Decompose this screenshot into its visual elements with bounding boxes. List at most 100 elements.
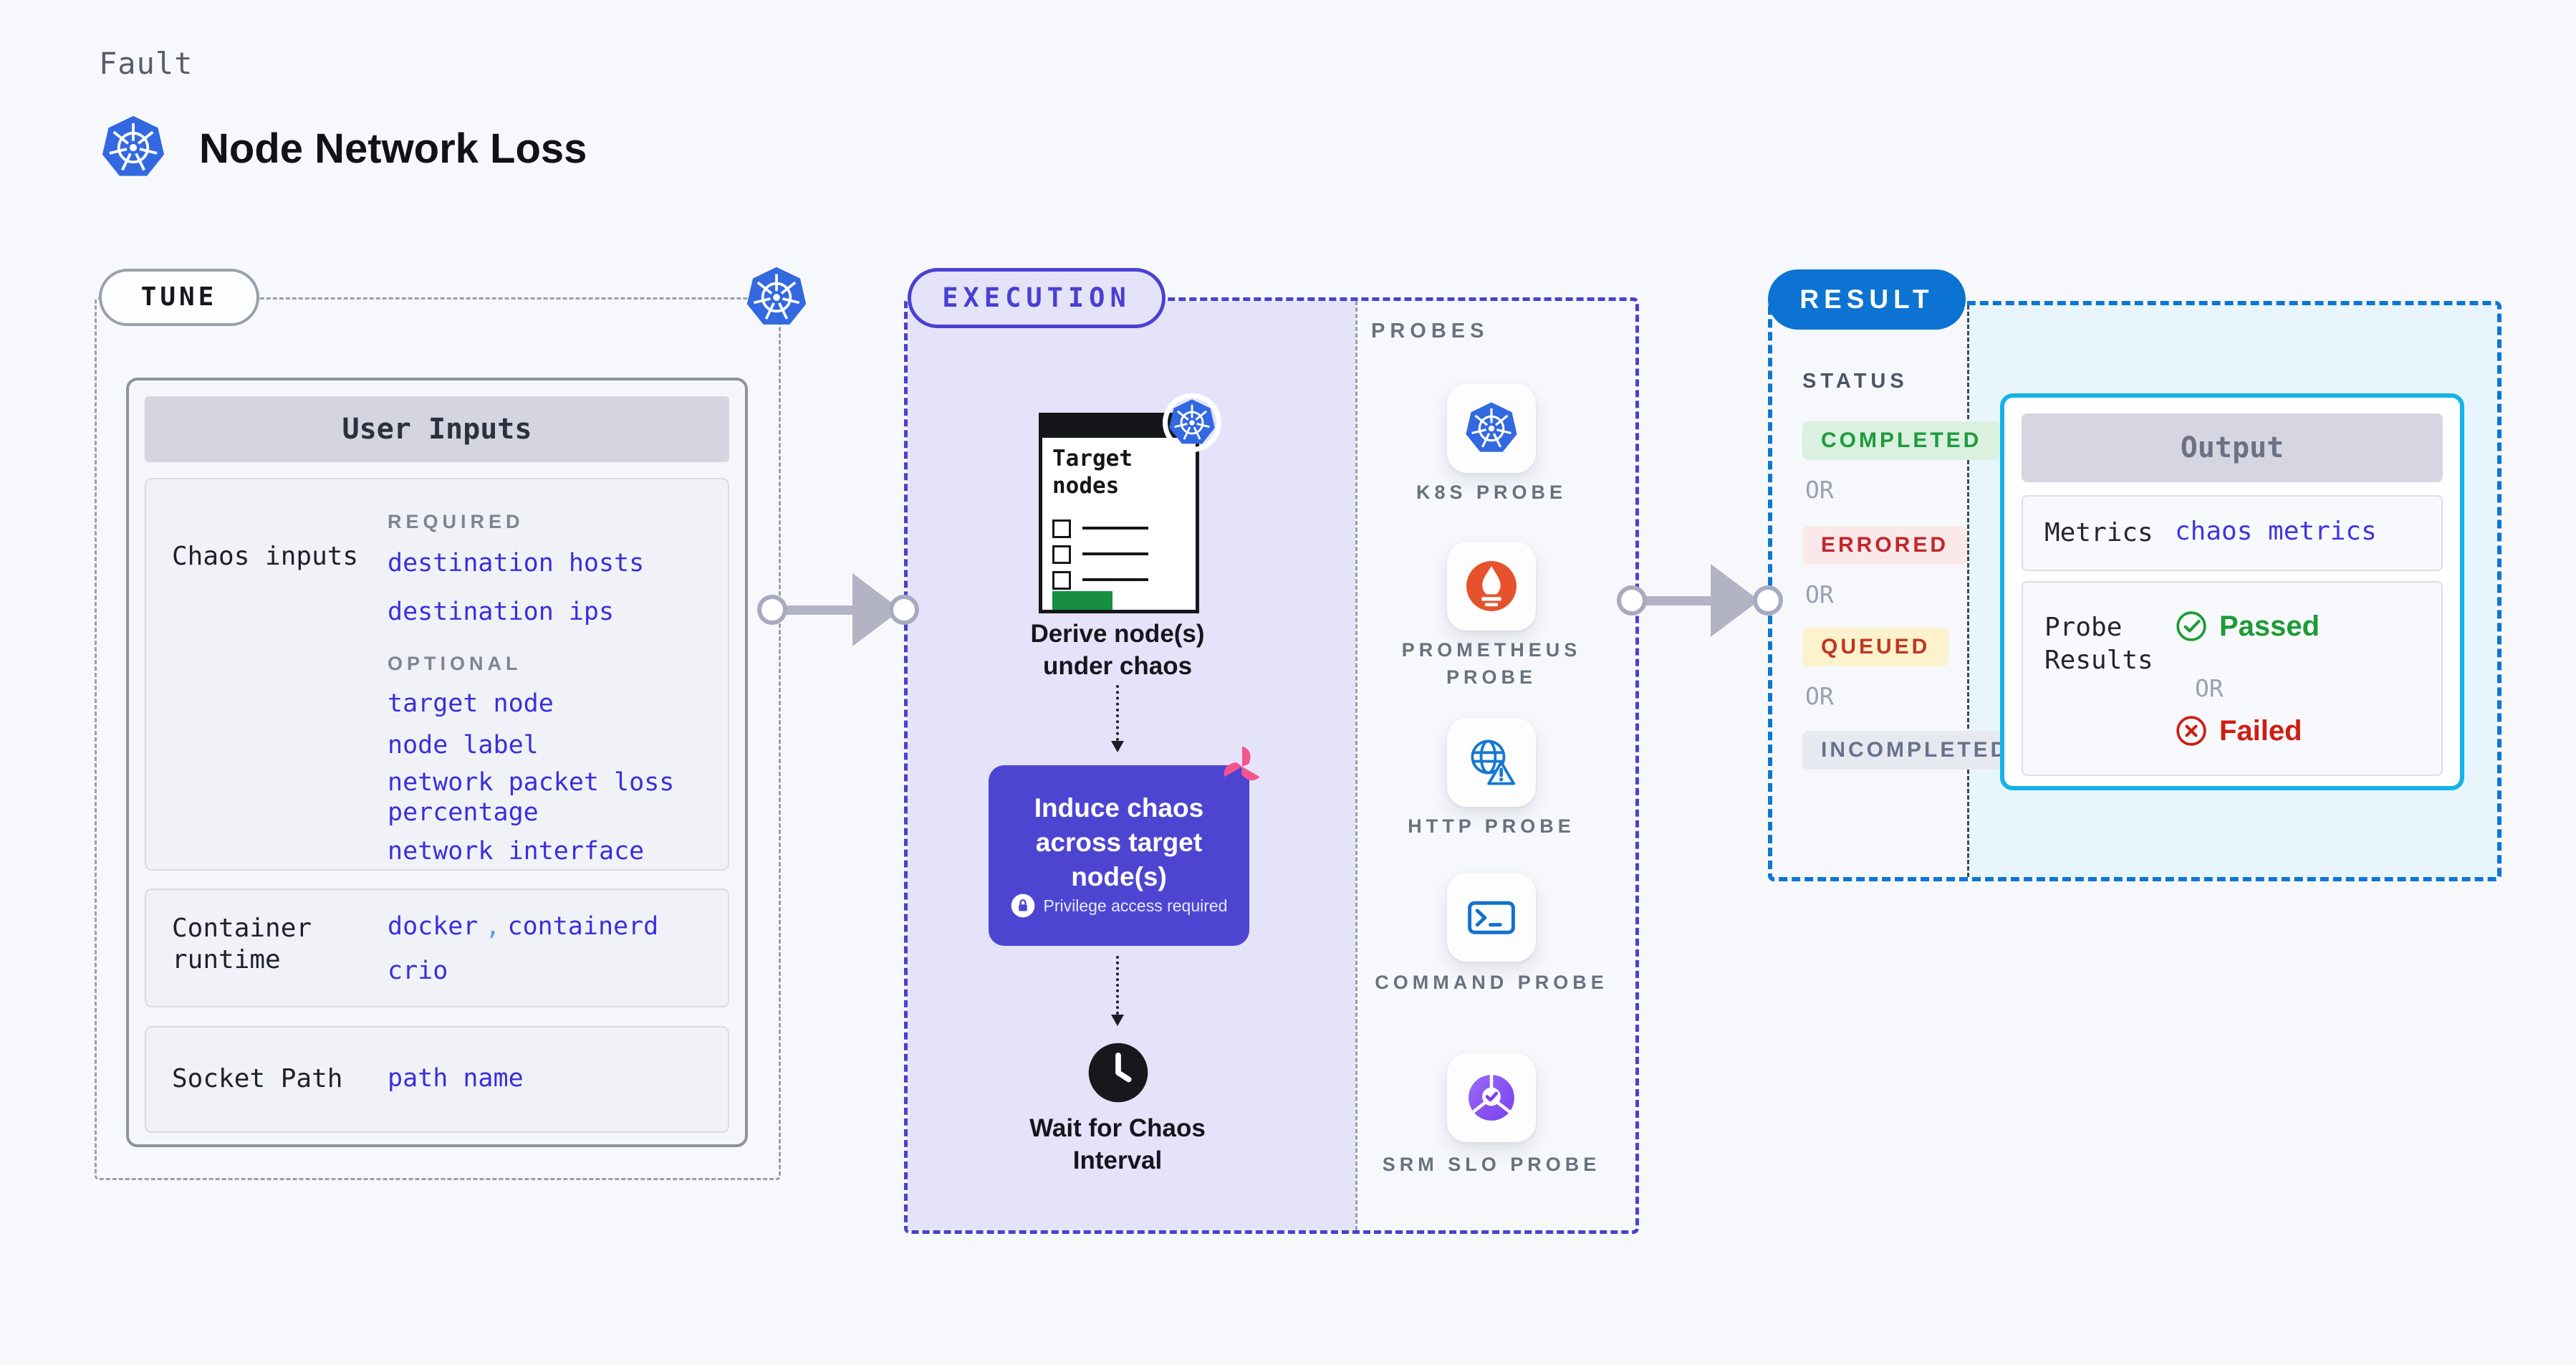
arrow-tune-to-execution — [772, 605, 860, 615]
probe-label-prometheus: PROMETHEUS PROBE — [1401, 639, 1582, 688]
checkbox-icon — [1052, 571, 1071, 590]
check-circle-icon — [2175, 610, 2208, 643]
clock-icon — [1087, 1042, 1149, 1103]
output-panel: Output Metrics chaos metrics Probe Resul… — [2000, 393, 2464, 790]
checkbox-icon — [1052, 545, 1071, 564]
link-path-name[interactable]: path name — [388, 1064, 524, 1093]
globe-warning-icon — [1464, 735, 1519, 790]
link-chaos-metrics[interactable]: chaos metrics — [2175, 517, 2377, 546]
result-badge: RESULT — [1768, 269, 1966, 330]
probe-card-srm-slo[interactable] — [1447, 1053, 1536, 1142]
fault-kicker: Fault — [99, 46, 193, 81]
probes-divider — [1355, 301, 1357, 1230]
arrow-down-icon — [1111, 741, 1124, 752]
or-separator: OR — [1805, 476, 1834, 504]
status-divider — [1967, 305, 1969, 877]
connector-dot — [889, 595, 919, 625]
probe-results-row: Probe Results Passed OR Failed — [2022, 581, 2443, 776]
checkbox-icon — [1052, 519, 1071, 538]
probes-title: PROBES — [1371, 320, 1489, 343]
induce-chaos-title: Induce chaos across target node(s) — [1034, 793, 1204, 891]
metrics-row: Metrics chaos metrics — [2022, 495, 2443, 571]
connector-dot — [1617, 585, 1647, 616]
failed-result: Failed — [2175, 714, 2302, 747]
container-runtime-label: Container runtime — [172, 914, 312, 974]
chaos-inputs-label: Chaos inputs — [172, 542, 359, 571]
required-label: REQUIRED — [388, 511, 524, 532]
output-title: Output — [2022, 413, 2443, 482]
link-node-label[interactable]: node label — [388, 731, 539, 760]
status-title: STATUS — [1802, 370, 1908, 393]
status-badge-incompleted: INCOMPLETED — [1802, 731, 2028, 770]
link-network-interface[interactable]: network interface — [388, 837, 645, 866]
page-title: Node Network Loss — [199, 125, 587, 172]
chaos-inputs-card: Chaos inputs REQUIRED destination hosts … — [145, 478, 729, 871]
probe-results-label: Probe Results — [2044, 613, 2153, 675]
socket-path-label: Socket Path — [172, 1064, 343, 1093]
or-separator: OR — [1805, 682, 1834, 710]
derive-nodes-label: Derive node(s) under chaos — [1030, 620, 1205, 680]
status-badge-errored: ERRORED — [1802, 526, 1968, 565]
prometheus-icon — [1464, 559, 1519, 613]
or-separator: OR — [1805, 580, 1834, 608]
row-line — [1082, 527, 1148, 530]
probe-label-srm-slo: SRM SLO PROBE — [1382, 1154, 1601, 1175]
link-containerd[interactable]: containerd — [507, 912, 659, 941]
progress-bar — [1052, 591, 1112, 610]
target-nodes-illustration: Target nodes — [1039, 413, 1199, 613]
slo-pie-check-icon — [1464, 1071, 1519, 1125]
link-crio[interactable]: crio — [388, 957, 448, 985]
link-destination-hosts[interactable]: destination hosts — [388, 549, 645, 578]
link-target-node[interactable]: target node — [388, 689, 554, 718]
induce-chaos-box: Induce chaos across target node(s) Privi… — [989, 765, 1249, 946]
failed-label: Failed — [2219, 714, 2302, 747]
connector-dot — [757, 595, 787, 625]
probe-label-http: HTTP PROBE — [1408, 815, 1575, 837]
container-runtime-values: docker,containerd — [388, 911, 658, 942]
passed-result: Passed — [2175, 610, 2320, 643]
privilege-note: Privilege access required — [989, 891, 1249, 920]
x-circle-icon — [2175, 714, 2208, 747]
probe-card-prometheus[interactable] — [1447, 542, 1536, 631]
kubernetes-icon — [1168, 398, 1216, 447]
or-separator: OR — [2195, 674, 2224, 702]
flow-dotted-line — [1116, 956, 1119, 1015]
user-inputs-title: User Inputs — [145, 396, 729, 462]
link-destination-ips[interactable]: destination ips — [388, 598, 615, 626]
lock-icon — [1011, 894, 1035, 918]
terminal-icon — [1464, 890, 1519, 944]
probe-label-command: COMMAND PROBE — [1375, 972, 1608, 993]
status-badge-completed: COMPLETED — [1802, 421, 2001, 460]
metrics-label: Metrics — [2044, 518, 2153, 547]
status-badge-queued: QUEUED — [1802, 628, 1949, 666]
user-inputs-panel: User Inputs Chaos inputs REQUIRED destin… — [126, 378, 748, 1147]
container-runtime-card: Container runtime docker,containerd crio — [145, 889, 729, 1007]
passed-label: Passed — [2219, 610, 2320, 642]
row-line — [1082, 552, 1148, 555]
optional-label: OPTIONAL — [388, 653, 522, 674]
probe-label-k8s: K8S PROBE — [1416, 482, 1567, 503]
link-docker[interactable]: docker — [388, 912, 479, 941]
privilege-note-text: Privilege access required — [1043, 896, 1228, 915]
arrow-execution-to-result — [1632, 596, 1718, 605]
target-nodes-title: Target nodes — [1052, 446, 1133, 499]
probe-card-http[interactable] — [1447, 718, 1536, 807]
execution-badge: EXECUTION — [908, 268, 1166, 328]
wait-interval-label: Wait for Chaos Interval — [1029, 1114, 1206, 1174]
probe-card-command[interactable] — [1447, 873, 1536, 962]
link-network-packet-loss-percentage[interactable]: network packet loss percentage — [388, 768, 675, 827]
flow-dotted-line — [1116, 685, 1119, 741]
kubernetes-icon — [1464, 401, 1519, 456]
arrow-down-icon — [1111, 1015, 1124, 1026]
row-line — [1082, 578, 1148, 581]
connector-dot — [1753, 585, 1783, 616]
probe-card-k8s[interactable] — [1447, 384, 1536, 473]
kubernetes-icon — [745, 266, 808, 329]
kubernetes-icon — [100, 115, 166, 181]
socket-path-card: Socket Path path name — [145, 1026, 729, 1133]
tune-section — [95, 297, 781, 1180]
runtime-separator: , — [485, 912, 501, 941]
arrow-head-icon — [1711, 564, 1759, 637]
litmus-pinwheel-icon — [1218, 742, 1267, 791]
